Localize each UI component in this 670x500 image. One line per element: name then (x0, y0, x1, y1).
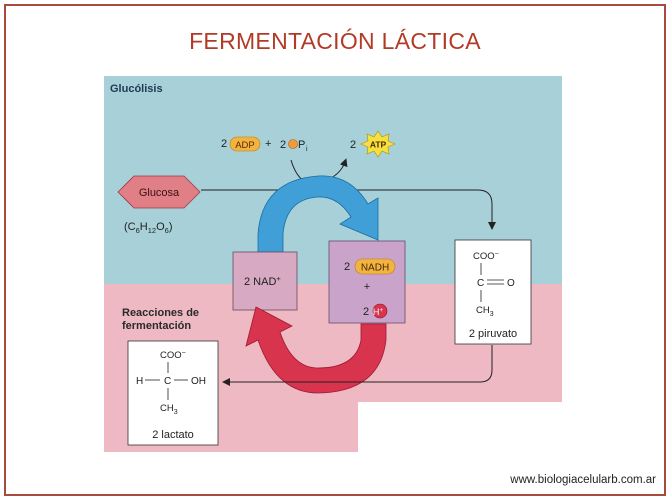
source-url: www.biologiacelularb.com.ar (510, 474, 656, 486)
nadh-pill (354, 258, 396, 275)
fermentation-label-2: fermentación (122, 320, 191, 332)
proton-label: H+ (373, 307, 384, 317)
lactate-carbon: C (164, 376, 171, 387)
nadh-box (328, 240, 406, 324)
atp-star (360, 130, 396, 158)
pyruvate-ch3: CH3 (476, 305, 494, 318)
glucose-to-pyruvate-arrow (201, 189, 496, 230)
nad-label: 2 NAD+ (244, 274, 281, 288)
pi-p: P (298, 139, 305, 151)
proton-circle (372, 303, 388, 319)
lactate-coo: COO− (160, 350, 186, 361)
lactate-ch3: CH3 (160, 403, 178, 416)
adp-label: ADP (235, 140, 255, 151)
nadh-coefficient: 2 (344, 261, 350, 273)
blue-arrow-nad-to-nadh (257, 175, 379, 253)
lactate-box (127, 340, 219, 446)
glucose-hexagon (117, 175, 201, 209)
red-arrow-nadh-to-nad (245, 306, 387, 394)
glucose-formula: (C6H12O6) (124, 221, 172, 235)
atp-coefficient: 2 (350, 139, 356, 151)
slide-title: FERMENTACIÓN LÁCTICA (189, 28, 481, 54)
pyruvate-box (454, 239, 532, 345)
proton-coefficient: 2 (363, 306, 369, 318)
plus-sign: + (265, 138, 271, 150)
atp-label: ATP (370, 140, 387, 150)
pi-coefficient: 2 (280, 139, 286, 151)
nadh-label: NADH (361, 263, 389, 274)
lactate-hydrogen: H (136, 376, 143, 387)
pyruvate-coo: COO− (473, 251, 499, 262)
lactate-label: 2 lactato (152, 429, 194, 441)
pi-subscript: i (306, 146, 308, 153)
adp-pill (229, 136, 261, 152)
pyruvate-oxygen: O (507, 278, 515, 289)
pyruvate-label: 2 piruvato (469, 328, 517, 340)
glucose-label: Glucosa (139, 187, 180, 199)
adp-coefficient: 2 (221, 138, 227, 150)
pyruvate-carbon: C (477, 278, 484, 289)
phosphate-dot (288, 139, 298, 149)
nad-box (232, 251, 298, 311)
lactate-oh: OH (191, 376, 206, 387)
glycolysis-label: Glucólisis (110, 83, 163, 95)
nadh-plus: + (364, 281, 370, 293)
fermentation-label-1: Reacciones de (122, 307, 199, 319)
pyruvate-to-lactate-arrow (222, 345, 493, 386)
